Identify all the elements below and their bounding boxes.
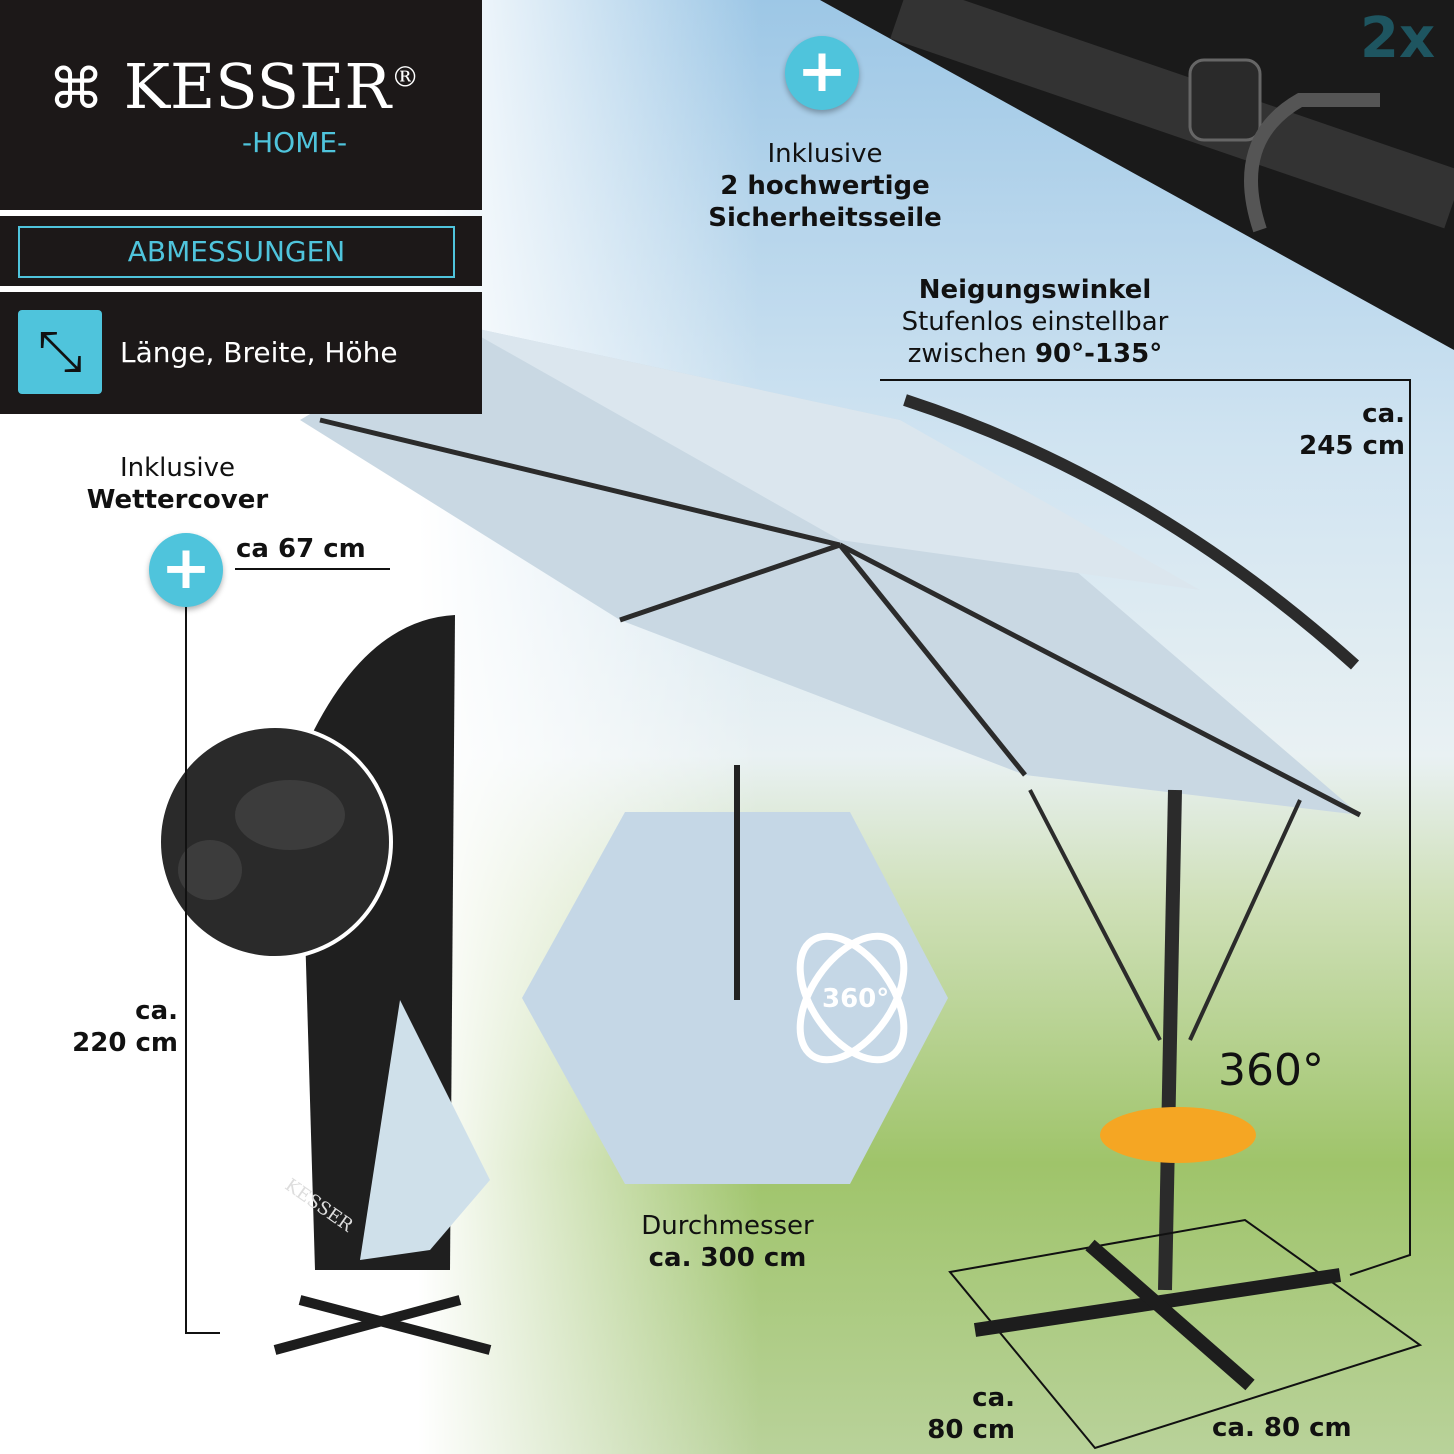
section-title: ABMESSUNGEN — [18, 226, 455, 278]
brand-name: KESSER — [123, 50, 392, 123]
base-width-label: ca. 80 cm — [1212, 1413, 1352, 1443]
ropes-line1: Inklusive — [767, 139, 883, 169]
resize-arrows-icon: ⤡ — [18, 310, 102, 394]
cover-height-label: ca. 220 cm — [60, 995, 178, 1059]
height-dimension-line — [880, 379, 1411, 1276]
parasol-canopy — [300, 325, 1360, 815]
brand-panel: ⌘ KESSER® -HOME- — [0, 0, 482, 210]
diameter-line1: Durchmesser — [641, 1211, 814, 1241]
registered-mark: ® — [391, 60, 420, 94]
rotation-badge-label: 360° — [822, 984, 890, 1014]
folded-canopy — [360, 1000, 490, 1260]
rotation-label: 360° — [1218, 1045, 1324, 1096]
section-panel: ABMESSUNGEN — [0, 216, 482, 286]
cover-cross-base — [273, 1295, 492, 1355]
diameter-caption: Durchmesser ca. 300 cm — [600, 1210, 855, 1274]
rope-hook — [1244, 93, 1380, 233]
rope-buckle — [1188, 58, 1262, 142]
safety-rope — [890, 0, 1454, 229]
base-depth-line1: ca. — [972, 1383, 1015, 1413]
tilt-caption: Neigungswinkel Stufenlos einstellbar zwi… — [880, 274, 1190, 370]
parasol-ribs — [319, 394, 1362, 1291]
base-depth-line2: 80 cm — [927, 1415, 1015, 1445]
cover-height-line — [185, 605, 220, 1334]
dimensions-panel: ⤡ Länge, Breite, Höhe — [0, 292, 482, 414]
plus-icon: + — [149, 533, 223, 607]
plus-icon: + — [785, 36, 859, 110]
total-height-line1: ca. — [1362, 399, 1405, 429]
diameter-line2: ca. 300 cm — [648, 1243, 807, 1273]
tilt-title: Neigungswinkel — [918, 275, 1152, 305]
total-height-line2: 245 cm — [1299, 431, 1405, 461]
cover-line1: Inklusive — [119, 453, 236, 483]
cover-caption: Inklusive Wettercover — [80, 452, 275, 516]
tilt-line2: Stufenlos einstellbar — [901, 307, 1169, 337]
rotation-360-icon — [796, 932, 908, 1064]
brand-logo: ⌘ KESSER® — [48, 50, 419, 123]
cover-height-line1: ca. — [135, 996, 178, 1026]
base-depth-label: ca. 80 cm — [900, 1382, 1015, 1446]
tilt-value: 90°-135° — [1034, 339, 1163, 369]
brand-monogram-icon: ⌘ — [48, 57, 104, 122]
rope-photo-band — [820, 0, 1454, 350]
cross-base — [973, 1239, 1342, 1391]
ropes-line2: 2 hochwertige — [720, 171, 930, 201]
tilt-prefix: zwischen — [907, 339, 1035, 369]
ropes-line3: Sicherheitsseile — [708, 203, 942, 233]
brand-sub: -HOME- — [242, 126, 348, 159]
cover-height-line2: 220 cm — [72, 1028, 178, 1058]
dimensions-label: Länge, Breite, Höhe — [120, 336, 398, 369]
ropes-caption: Inklusive 2 hochwertige Sicherheitsseile — [680, 138, 970, 234]
cover-width-label: ca 67 cm — [236, 534, 366, 564]
quantity-badge: 2x — [1360, 6, 1436, 71]
rotation-ring — [1100, 1107, 1256, 1163]
total-height-label: ca. 245 cm — [1290, 398, 1405, 462]
cover-line2: Wettercover — [86, 485, 269, 515]
base-footprint-outline — [948, 1218, 1423, 1450]
